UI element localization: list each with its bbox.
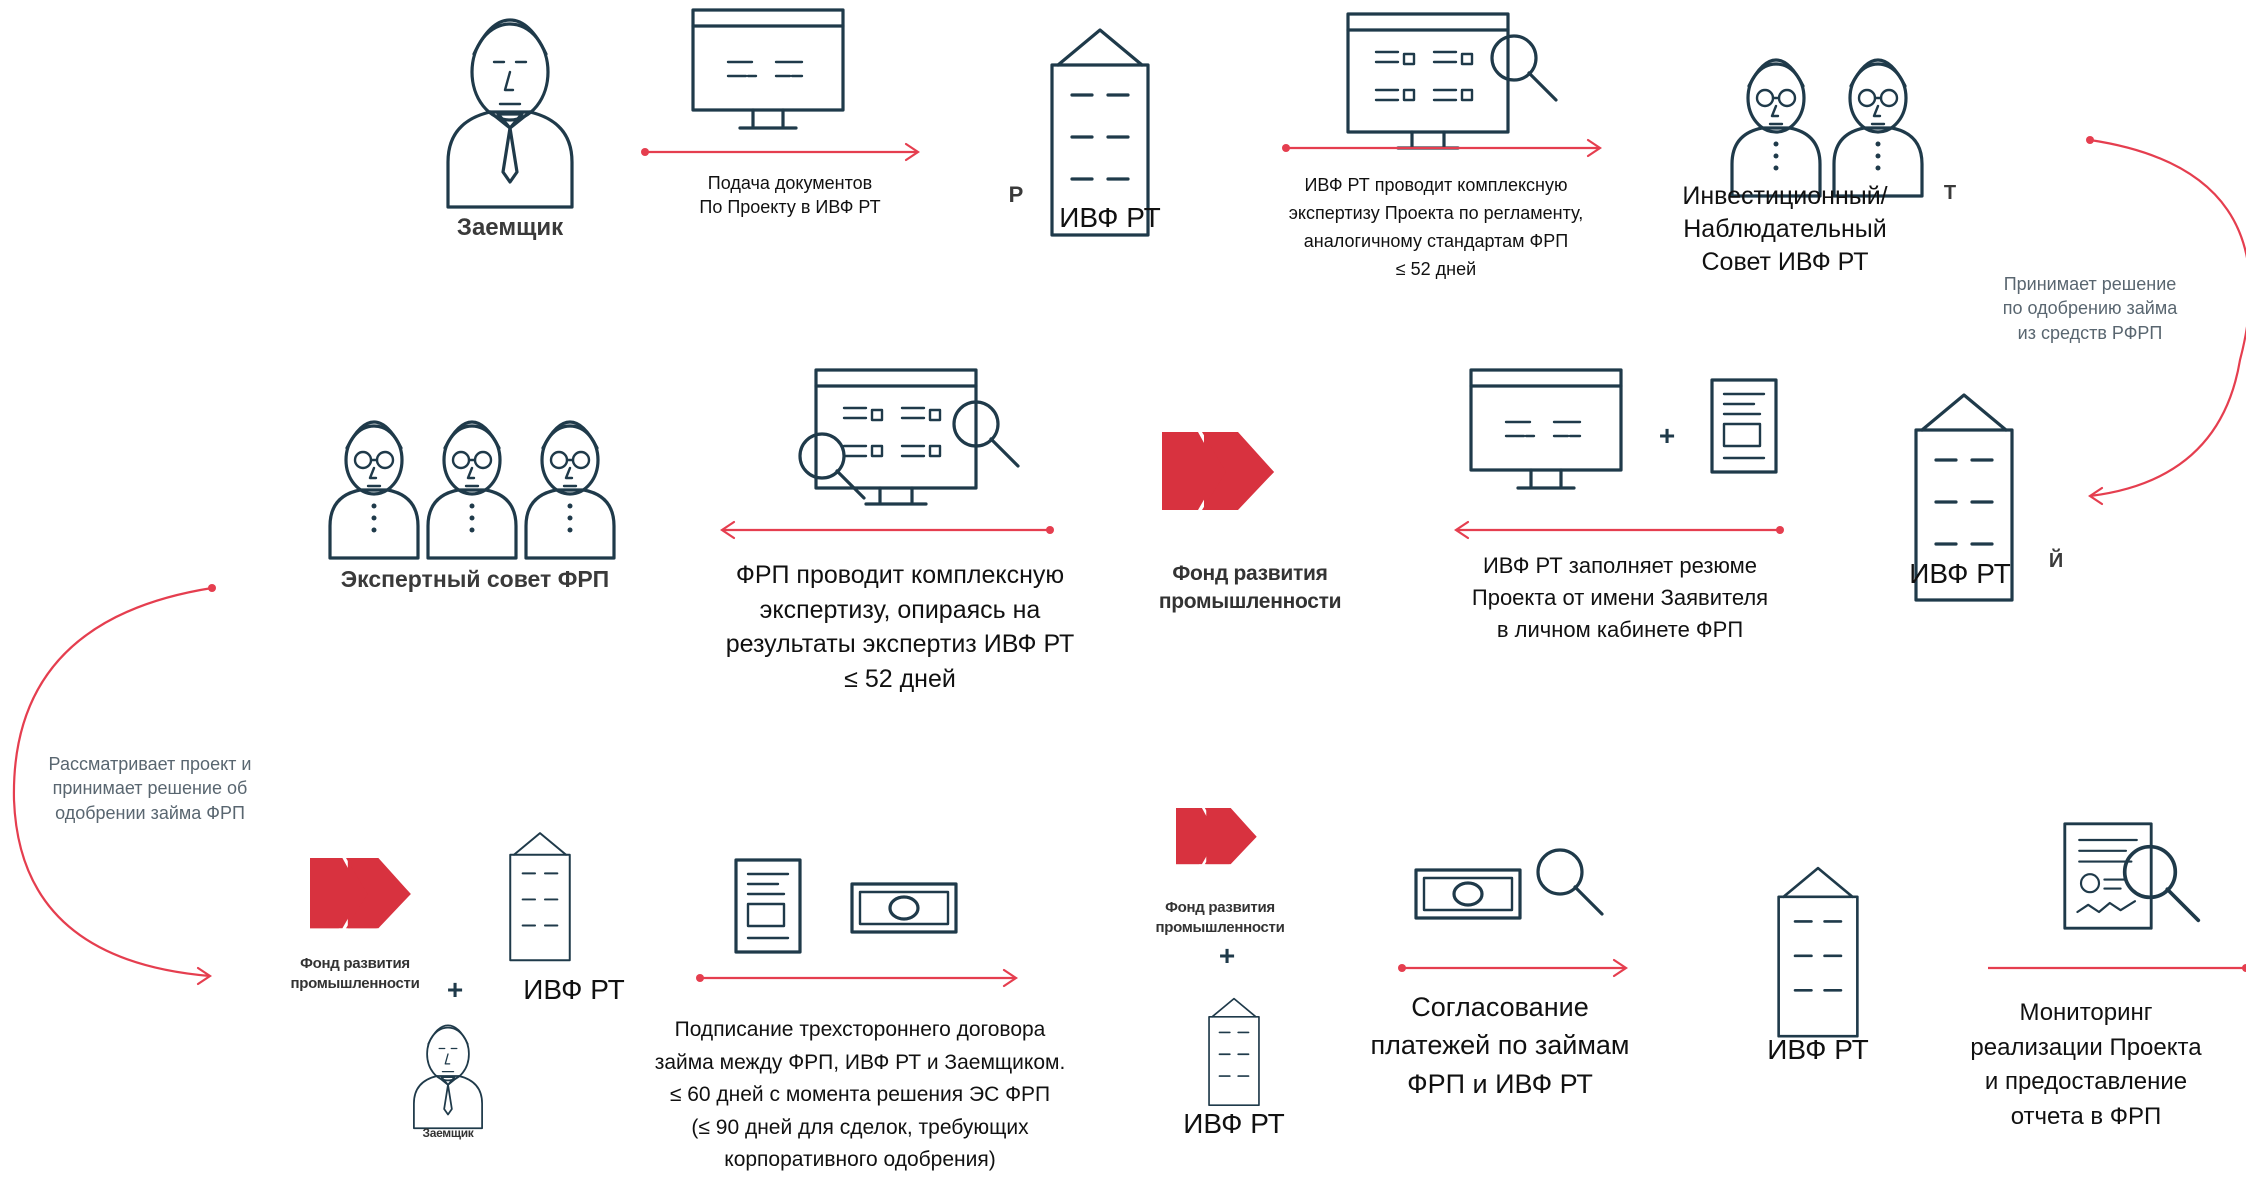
ivf-right-label: ИВФ РТ bbox=[1909, 558, 2011, 589]
monitor-magnifier-icon bbox=[1346, 12, 1558, 150]
frp-logo-bottom-mid-label: Фонд развития промышленности bbox=[1155, 899, 1285, 937]
council-person-icon bbox=[328, 420, 420, 560]
monitor-icon bbox=[1469, 368, 1623, 490]
frp-logo-mid-label: Фонд развития промышленности bbox=[1158, 562, 1342, 614]
arrow-frp-expertise bbox=[720, 520, 1054, 540]
certificate-icon bbox=[2063, 822, 2153, 930]
tripartite-agreement-label: Подписание трехстороннего договора займа… bbox=[654, 1018, 1066, 1172]
investment-council-label: Инвестиционный/ Наблюдательный Совет ИВФ… bbox=[1682, 182, 1888, 276]
document-icon bbox=[734, 858, 802, 954]
payments-approval-label: Согласование платежей по займам ФРП и ИВ… bbox=[1370, 992, 1630, 1099]
stray-char-label: Р bbox=[1008, 182, 1024, 207]
approve-decision-label: Принимает решение по одобрению займа из … bbox=[2002, 274, 2178, 343]
magnifier-icon bbox=[2122, 844, 2201, 923]
arrow-agreement bbox=[696, 968, 1018, 988]
plus-sign: + bbox=[446, 974, 464, 1005]
arrow-ivf-expertise bbox=[1282, 138, 1602, 158]
banknote-icon bbox=[850, 882, 958, 934]
frp-logo-icon bbox=[1176, 808, 1257, 865]
frp-logo-icon bbox=[310, 858, 411, 929]
ivf-bottom-left-label: ИВФ РТ bbox=[523, 974, 625, 1005]
council-person-icon bbox=[1730, 58, 1822, 198]
plus-sign: + bbox=[1218, 940, 1236, 971]
stray-char-label: Й bbox=[2048, 550, 2064, 572]
submit-docs-label: Подача документов По Проекту в ИВФ РТ bbox=[699, 173, 881, 217]
arrow-monitoring bbox=[1988, 964, 2246, 972]
frp-logo-icon bbox=[1162, 432, 1274, 510]
arrow-resume bbox=[1454, 520, 1784, 540]
building-icon bbox=[1777, 866, 1859, 1038]
arrow-curve-left bbox=[12, 584, 216, 986]
frp-expertise-label: ФРП проводит комплексную экспертизу, опи… bbox=[725, 561, 1075, 693]
monitor-magnifier-icon bbox=[798, 368, 1020, 506]
ivf-top-label: ИВФ РТ bbox=[1059, 202, 1161, 233]
council-person-icon bbox=[1832, 58, 1924, 198]
banknote-icon bbox=[1414, 868, 1522, 920]
council-person-icon bbox=[426, 420, 518, 560]
ivf-fills-resume-label: ИВФ РТ заполняет резюме Проекта от имени… bbox=[1471, 553, 1769, 642]
borrower-top-label: Заемщик bbox=[456, 214, 564, 241]
ivf-expertise-label: ИВФ РТ проводит комплексную экспертизу П… bbox=[1288, 175, 1584, 279]
arrow-submit bbox=[641, 142, 920, 162]
arrow-curve-right bbox=[2086, 136, 2246, 506]
frp-logo-bottom-left-label: Фонд развития промышленности bbox=[290, 955, 420, 993]
arrow-payments bbox=[1398, 958, 1628, 978]
plus-sign: + bbox=[1658, 420, 1676, 451]
document-icon bbox=[1710, 378, 1778, 474]
expert-council-label: Экспертный совет ФРП bbox=[340, 566, 610, 592]
ivf-bottom-right-label: ИВФ РТ bbox=[1767, 1034, 1869, 1065]
borrower-top-icon bbox=[446, 18, 574, 209]
stray-char-label: Т bbox=[1943, 182, 1957, 204]
council-person-icon bbox=[524, 420, 616, 560]
building-icon bbox=[509, 832, 571, 962]
monitor-icon bbox=[691, 8, 845, 130]
borrower-bottom-icon bbox=[413, 1024, 483, 1130]
ivf-bottom-mid-label: ИВФ РТ bbox=[1183, 1108, 1285, 1139]
magnifier-icon bbox=[1536, 848, 1604, 916]
building-icon bbox=[1208, 997, 1260, 1107]
borrower-bottom-label: Заемщик bbox=[422, 1126, 474, 1140]
monitoring-label: Мониторинг реализации Проекта и предоста… bbox=[1970, 999, 2202, 1130]
reviews-project-label: Рассматривает проект и принимает решение… bbox=[48, 754, 252, 823]
